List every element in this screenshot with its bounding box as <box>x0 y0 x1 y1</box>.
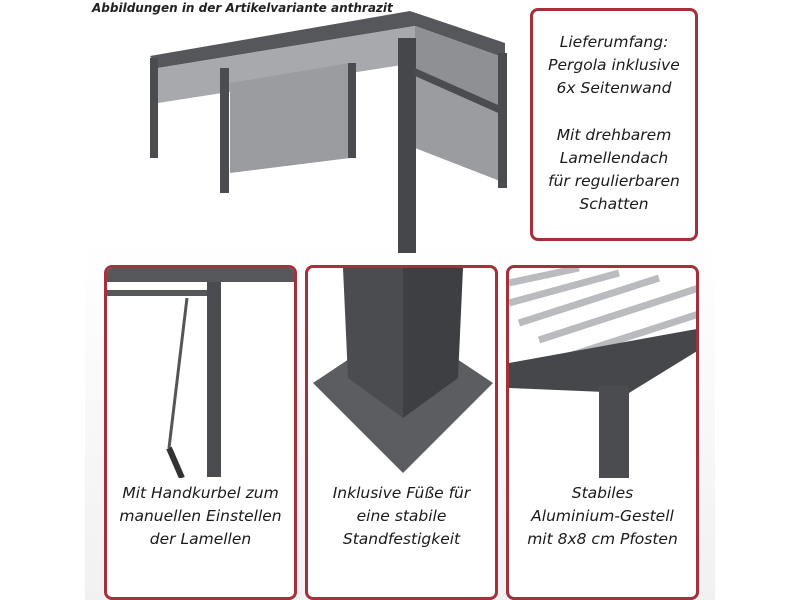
feature-line: eine stabile <box>356 507 447 525</box>
feature-line: Aluminium-Gestell <box>531 507 674 525</box>
frame-illustration <box>509 268 696 478</box>
info-line: Schatten <box>579 195 649 213</box>
feature-panel-feet: Inklusive Füße für eine stabile Standfes… <box>305 265 498 600</box>
info-line: Lieferumfang: <box>559 33 669 51</box>
feature-line: Inklusive Füße für <box>332 484 471 502</box>
info-text-delivery: Lieferumfang: Pergola inklusive 6x Seite… <box>533 31 695 100</box>
feature-line: Stabiles <box>571 484 634 502</box>
image-caption: Abbildungen in der Artikelvariante anthr… <box>92 1 393 15</box>
info-line: Mit drehbarem <box>556 126 672 144</box>
info-line: 6x Seitenwand <box>556 79 672 97</box>
info-box: Lieferumfang: Pergola inklusive 6x Seite… <box>530 8 698 241</box>
feature-panel-frame: Stabiles Aluminium-Gestell mit 8x8 cm Pf… <box>506 265 699 600</box>
info-text-roof: Mit drehbarem Lamellendach für regulierb… <box>533 124 695 216</box>
info-line: für regulierbaren <box>548 172 680 190</box>
feature-panel-crank: Mit Handkurbel zum manuellen Einstellen … <box>104 265 297 600</box>
feature-text: Mit Handkurbel zum manuellen Einstellen … <box>107 482 294 551</box>
info-line: Lamellendach <box>559 149 669 167</box>
pergola-illustration <box>150 11 507 253</box>
info-line: Pergola inklusive <box>548 56 680 74</box>
foot-illustration <box>313 268 493 473</box>
feature-text: Inklusive Füße für eine stabile Standfes… <box>308 482 495 551</box>
feature-line: der Lamellen <box>149 530 252 548</box>
feature-line: Standfestigkeit <box>342 530 461 548</box>
crank-illustration <box>107 268 294 478</box>
feature-line: mit 8x8 cm Pfosten <box>527 530 678 548</box>
feature-line: manuellen Einstellen <box>119 507 282 525</box>
feature-line: Mit Handkurbel zum <box>122 484 279 502</box>
feature-text: Stabiles Aluminium-Gestell mit 8x8 cm Pf… <box>509 482 696 551</box>
